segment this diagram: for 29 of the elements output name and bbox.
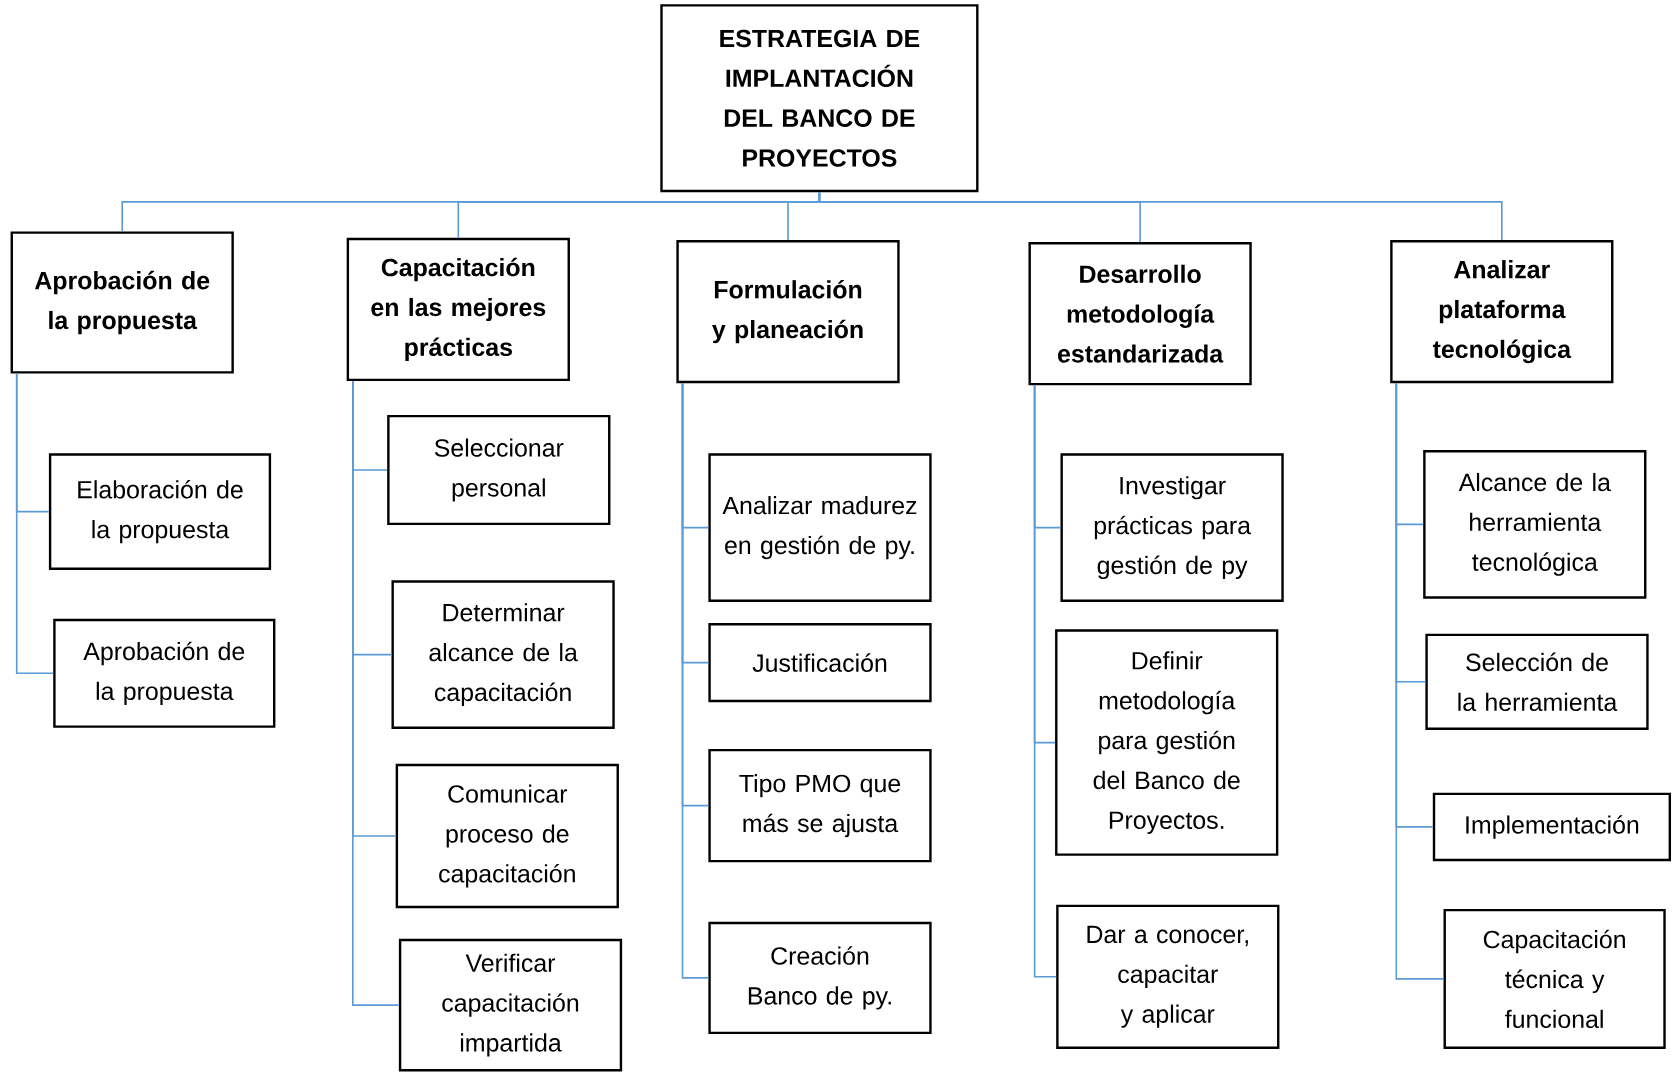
task-box: Selección de la herramienta <box>1425 633 1649 730</box>
task-box: Comunicar proceso de capacitación <box>395 763 619 909</box>
task-box: Dar a conocer, capacitar y aplicar <box>1056 904 1280 1049</box>
category-box: Capacitación en las mejores prácticas <box>346 237 570 382</box>
task-box: Alcance de la herramienta tecnológica <box>1423 450 1647 599</box>
category-box: Aprobación de la propuesta <box>10 231 234 374</box>
task-box: Verificar capacitación impartida <box>398 938 623 1072</box>
category-box: Analizar plataforma tecnológica <box>1390 240 1614 384</box>
connector-line <box>1395 382 1445 980</box>
task-box: Aprobación de la propuesta <box>53 618 276 728</box>
task-box: Analizar madurez en gestión de py. <box>708 453 932 602</box>
connector-line <box>818 191 1503 241</box>
task-box: Tipo PMO que más se ajusta <box>708 748 932 863</box>
task-box: Creación Banco de py. <box>708 921 932 1035</box>
task-box: Determinar alcance de la capacitación <box>391 580 615 729</box>
task-box: Investigar prácticas para gestión de py <box>1060 453 1284 602</box>
task-box: Implementación <box>1432 792 1671 862</box>
root-box: ESTRATEGIA DE IMPLANTACIÓN DEL BANCO DE PROYECTOS <box>660 4 979 193</box>
task-box: Definir metodología para gestión del Banco de Proyectos. <box>1055 629 1279 856</box>
category-box: Desarrollo metodología estandarizada <box>1028 242 1252 386</box>
task-box: Seleccionar personal <box>387 414 611 526</box>
category-box: Formulación y planeación <box>676 240 900 384</box>
task-box: Capacitación técnica y funcional <box>1443 908 1666 1049</box>
connector-line <box>352 380 400 1006</box>
connector-line <box>1033 384 1057 978</box>
connector-line <box>681 382 710 979</box>
connector-line <box>15 372 54 675</box>
task-box: Justificación <box>708 623 932 703</box>
task-box: Elaboración de la propuesta <box>48 453 272 570</box>
